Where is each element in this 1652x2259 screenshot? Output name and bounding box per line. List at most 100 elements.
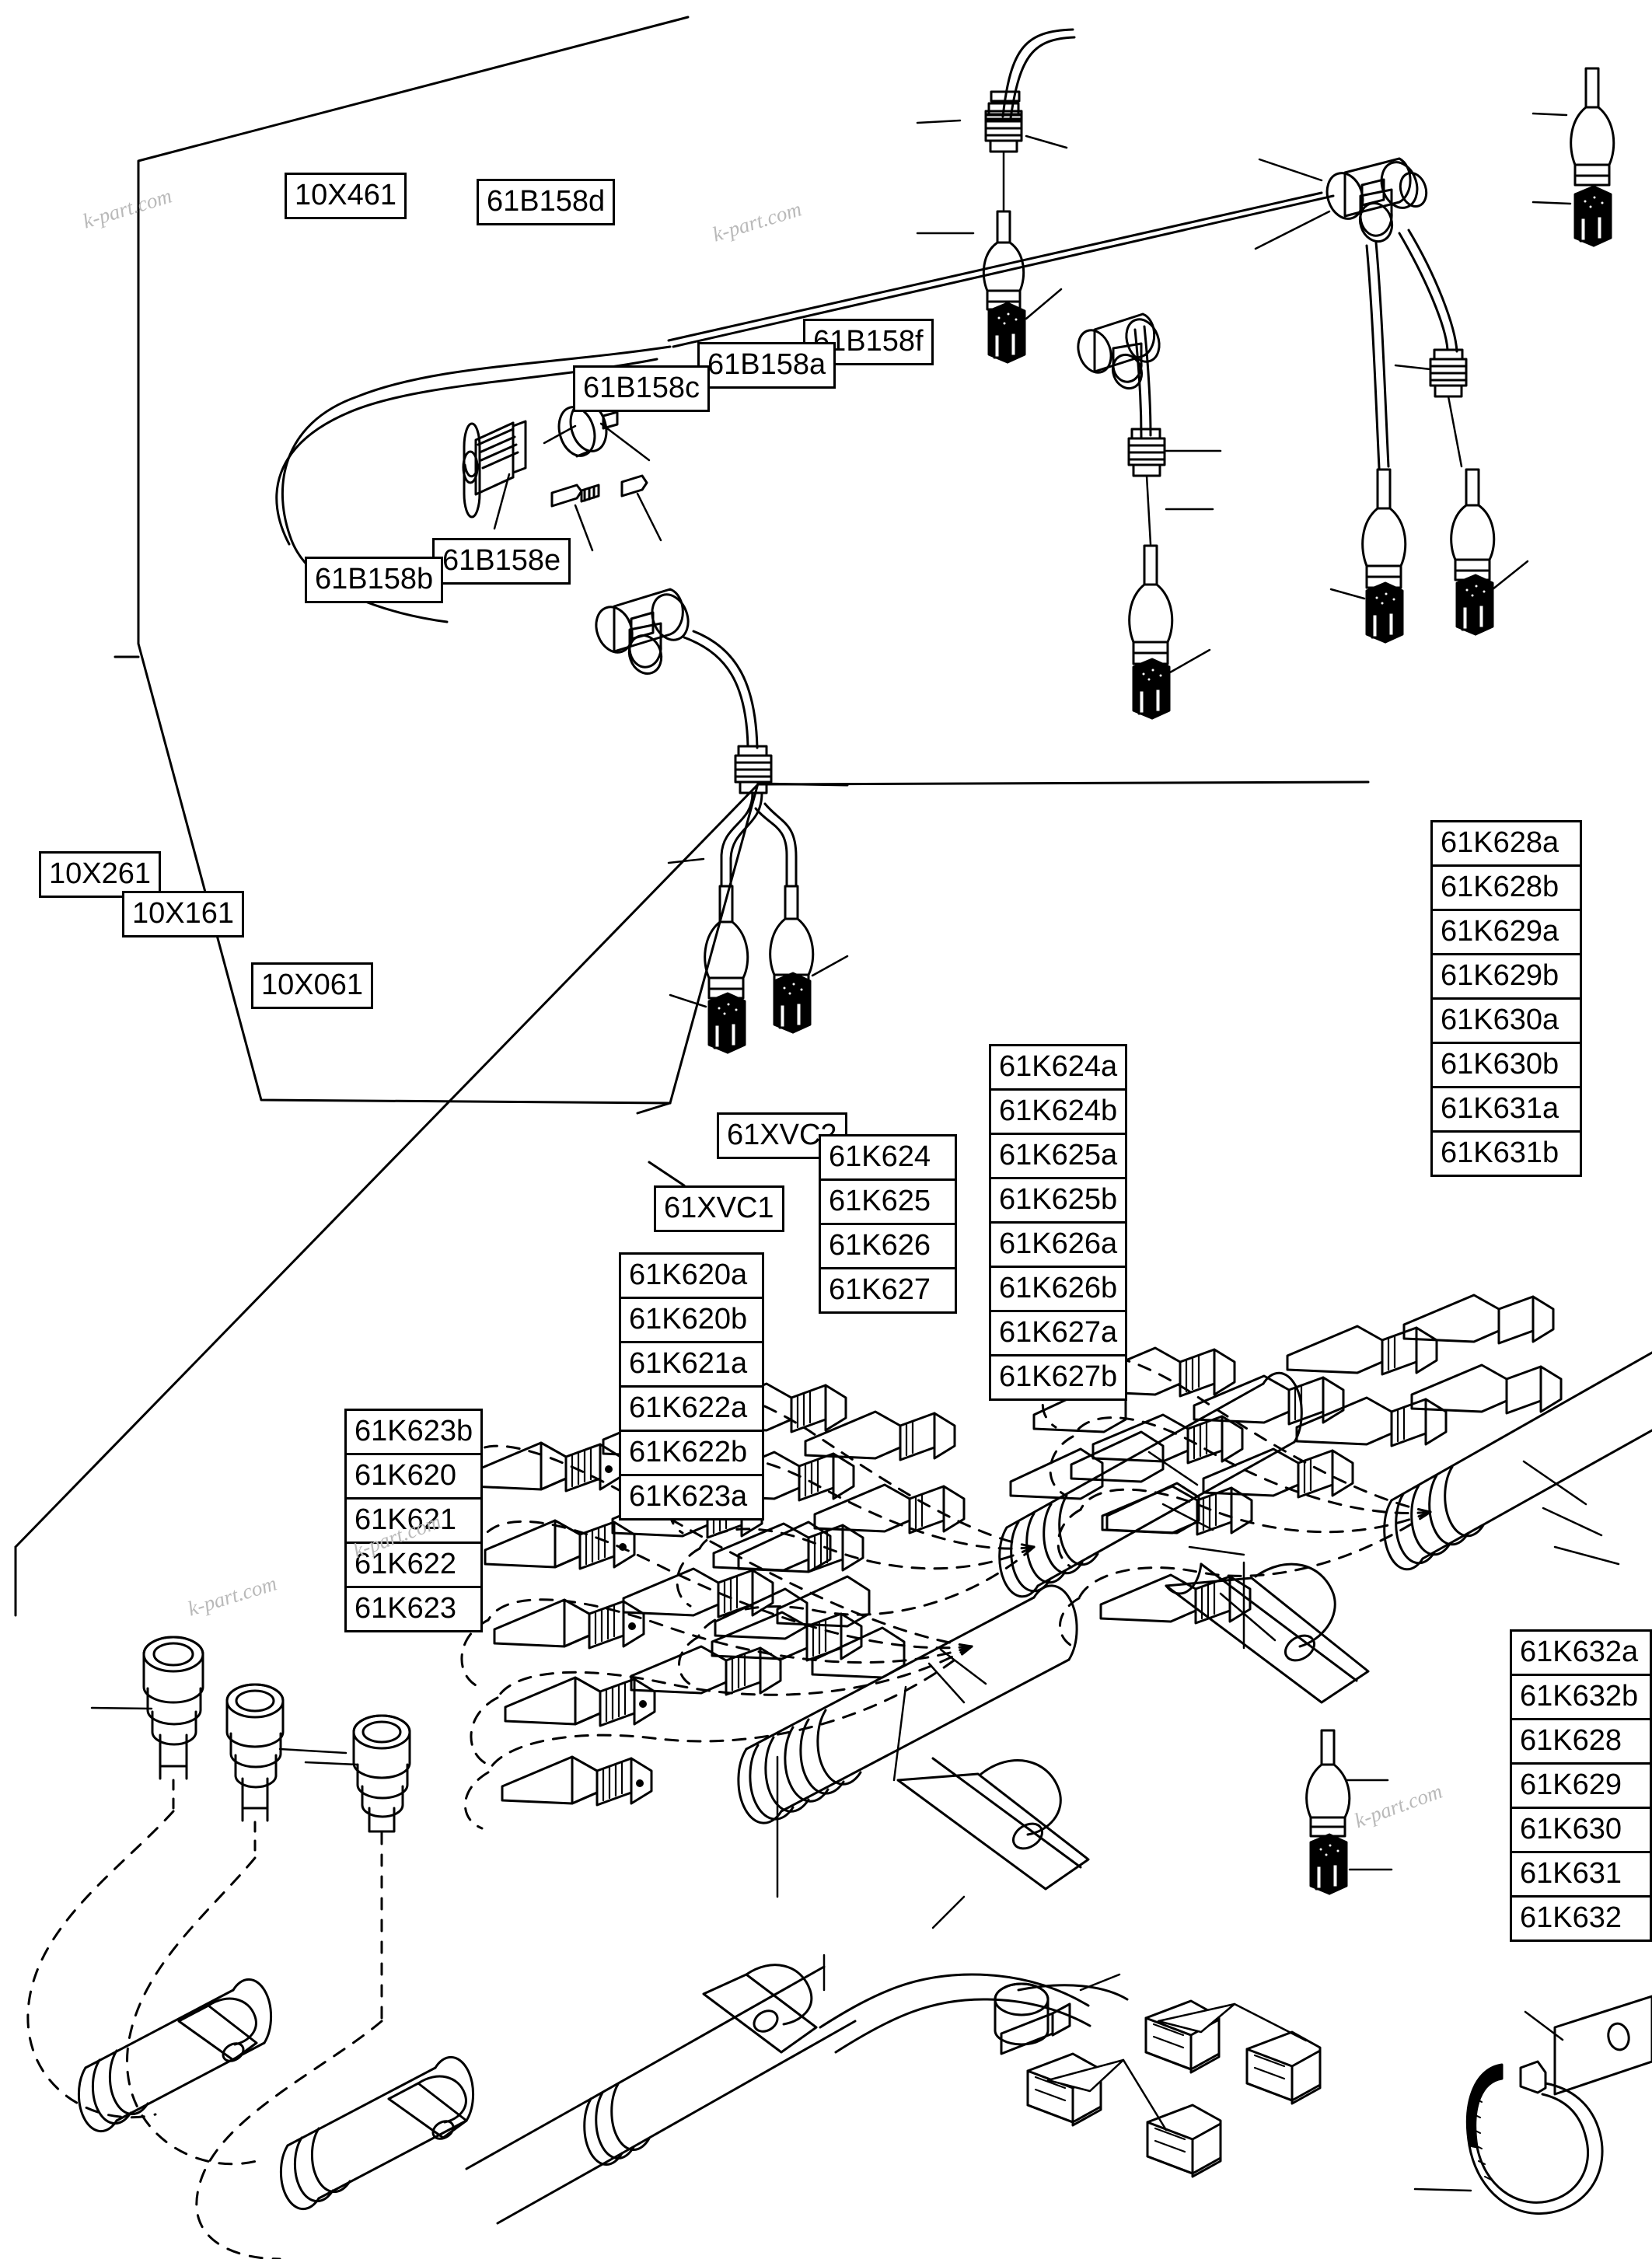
part-row[interactable]: 61K627b — [991, 1356, 1125, 1398]
tee-manifold-right — [1254, 157, 1428, 250]
callout-10X261[interactable]: 10X261 — [39, 851, 162, 898]
harness-trunk-bottom — [465, 1964, 1091, 2225]
pin-terminal — [550, 484, 600, 508]
lower-leader-lines — [776, 1561, 1277, 1992]
part-row[interactable]: 61K620 — [347, 1455, 480, 1500]
callout-10X461[interactable]: 10X461 — [285, 173, 407, 219]
fitting-61B158be — [734, 745, 773, 794]
part-row[interactable]: 61K625a — [991, 1135, 1125, 1179]
callout-61B158b[interactable]: 61B158b — [305, 557, 444, 603]
harness-left-lower-body-2 — [279, 2055, 475, 2211]
part-row[interactable]: 61K630 — [1512, 1809, 1650, 1853]
loose-connector-mid-right — [1309, 1833, 1348, 1895]
stub-routing-dashes — [26, 1810, 383, 2259]
wire-seal — [620, 474, 648, 498]
part-row[interactable]: 61K629a — [1433, 911, 1580, 955]
part-row[interactable]: 61K626a — [991, 1224, 1125, 1268]
boot-61B158a — [1361, 468, 1407, 589]
harness-left-lower-body — [77, 1978, 273, 2133]
part-row[interactable]: 61K631a — [1433, 1088, 1580, 1133]
part-row[interactable]: 61K629b — [1433, 955, 1580, 1000]
part-row[interactable]: 61K620b — [621, 1299, 762, 1343]
part-table-61K624a[interactable]: 61K624a 61K624b 61K625a 61K625b 61K626a … — [989, 1044, 1127, 1401]
branch-top-stub — [916, 90, 1068, 149]
callout-61B158a[interactable]: 61B158a — [697, 342, 836, 389]
part-row[interactable]: 61K621 — [347, 1500, 480, 1544]
fitting-top-left — [990, 90, 1021, 103]
round-connector-right — [994, 1973, 1121, 2055]
part-row[interactable]: 61K626b — [991, 1268, 1125, 1312]
part-row[interactable]: 61K626 — [821, 1225, 955, 1269]
part-row[interactable]: 61K632a — [1512, 1632, 1650, 1676]
cable-tie — [1413, 2060, 1604, 2215]
fan-right-terminals — [1084, 1294, 1563, 1625]
branch-61B158a — [1329, 241, 1407, 644]
part-row[interactable]: 61K622b — [621, 1432, 762, 1476]
connector-61B158f — [1455, 574, 1494, 636]
label-tag — [1524, 1995, 1652, 2096]
loose-boot-mid-right — [1305, 1729, 1389, 1838]
part-row[interactable]: 61K629 — [1512, 1765, 1650, 1809]
callout-10X161[interactable]: 10X161 — [122, 891, 245, 937]
callout-61B158d[interactable]: 61B158d — [477, 179, 616, 225]
part-row[interactable]: 61K624a — [991, 1046, 1125, 1091]
part-row[interactable]: 61K624b — [991, 1091, 1125, 1135]
connector-fan-right — [1041, 1294, 1620, 1650]
branch-61B158c — [1077, 312, 1222, 720]
splitter-61B158c — [1077, 312, 1161, 390]
part-row[interactable]: 61K622 — [347, 1544, 480, 1588]
detail-connector-cable-right — [994, 1973, 1322, 2178]
part-table-61K628a[interactable]: 61K628a 61K628b 61K629a 61K629b 61K630a … — [1430, 820, 1582, 1177]
part-row[interactable]: 61K632b — [1512, 1676, 1650, 1720]
branch-61B158f — [1394, 229, 1529, 636]
part-row[interactable]: 61K627 — [821, 1269, 955, 1311]
harness-tee-right — [1165, 1562, 1370, 1704]
callout-61B158e[interactable]: 61B158e — [432, 538, 571, 585]
part-row[interactable]: 61K631b — [1433, 1133, 1580, 1175]
fitting-61B158c — [1127, 428, 1166, 477]
part-table-61K632a[interactable]: 61K632a 61K632b 61K628 61K629 61K630 61K… — [1510, 1629, 1652, 1942]
part-row[interactable]: 61K628b — [1433, 867, 1580, 911]
harness-trunk-lower-left — [737, 1584, 1078, 1824]
fitting-top — [984, 102, 1023, 153]
fan-middle-terminals — [695, 1382, 966, 1662]
callout-61XVC2[interactable]: 61XVC2 — [717, 1112, 847, 1159]
tee-left-lower — [595, 588, 690, 675]
connector-61B158e — [773, 972, 812, 1034]
harness-trunk-right — [1383, 1351, 1652, 1571]
callout-61B158c[interactable]: 61B158c — [573, 365, 711, 412]
callout-61XVC1[interactable]: 61XVC1 — [654, 1185, 784, 1232]
lower-detail-frame — [14, 780, 1370, 1617]
callout-10X061[interactable]: 10X061 — [251, 962, 374, 1009]
leader-lines-10X461 — [493, 422, 662, 552]
part-row[interactable]: 61K624 — [821, 1136, 955, 1181]
part-table-61K620a[interactable]: 61K620a 61K620b 61K621a 61K622a 61K622b … — [619, 1252, 764, 1521]
loose-boot-top-right — [1532, 67, 1615, 187]
part-table-61K624[interactable]: 61K624 61K625 61K626 61K627 — [819, 1134, 957, 1314]
part-row[interactable]: 61K623a — [621, 1476, 762, 1518]
part-row[interactable]: 61K625 — [821, 1181, 955, 1225]
part-row[interactable]: 61K630b — [1433, 1044, 1580, 1088]
branch-61B158d — [916, 28, 1076, 364]
part-row[interactable]: 61K627a — [991, 1312, 1125, 1356]
connector-61B158c — [1132, 658, 1171, 720]
plug-top — [984, 110, 1023, 120]
connector-10X461-body — [462, 420, 527, 518]
part-row[interactable]: 61K622a — [621, 1388, 762, 1432]
part-row[interactable]: 61K623b — [347, 1411, 480, 1455]
part-row[interactable]: 61K628a — [1433, 822, 1580, 867]
part-row[interactable]: 61K621a — [621, 1343, 762, 1388]
boot-61B158c — [1128, 544, 1174, 665]
part-row[interactable]: 61K632 — [1512, 1898, 1650, 1940]
part-row[interactable]: 61K631 — [1512, 1853, 1650, 1898]
part-table-61K623b[interactable]: 61K623b 61K620 61K621 61K622 61K623 — [344, 1409, 483, 1632]
harness-trunk-mid — [998, 1371, 1303, 1598]
fitting-61B158f — [1429, 348, 1468, 398]
part-row[interactable]: 61K623 — [347, 1588, 480, 1630]
branch-61B158be — [667, 630, 849, 1054]
part-row[interactable]: 61K630a — [1433, 1000, 1580, 1044]
part-row[interactable]: 61K628 — [1512, 1720, 1650, 1765]
part-row[interactable]: 61K620a — [621, 1255, 762, 1299]
part-row[interactable]: 61K625b — [991, 1179, 1125, 1224]
